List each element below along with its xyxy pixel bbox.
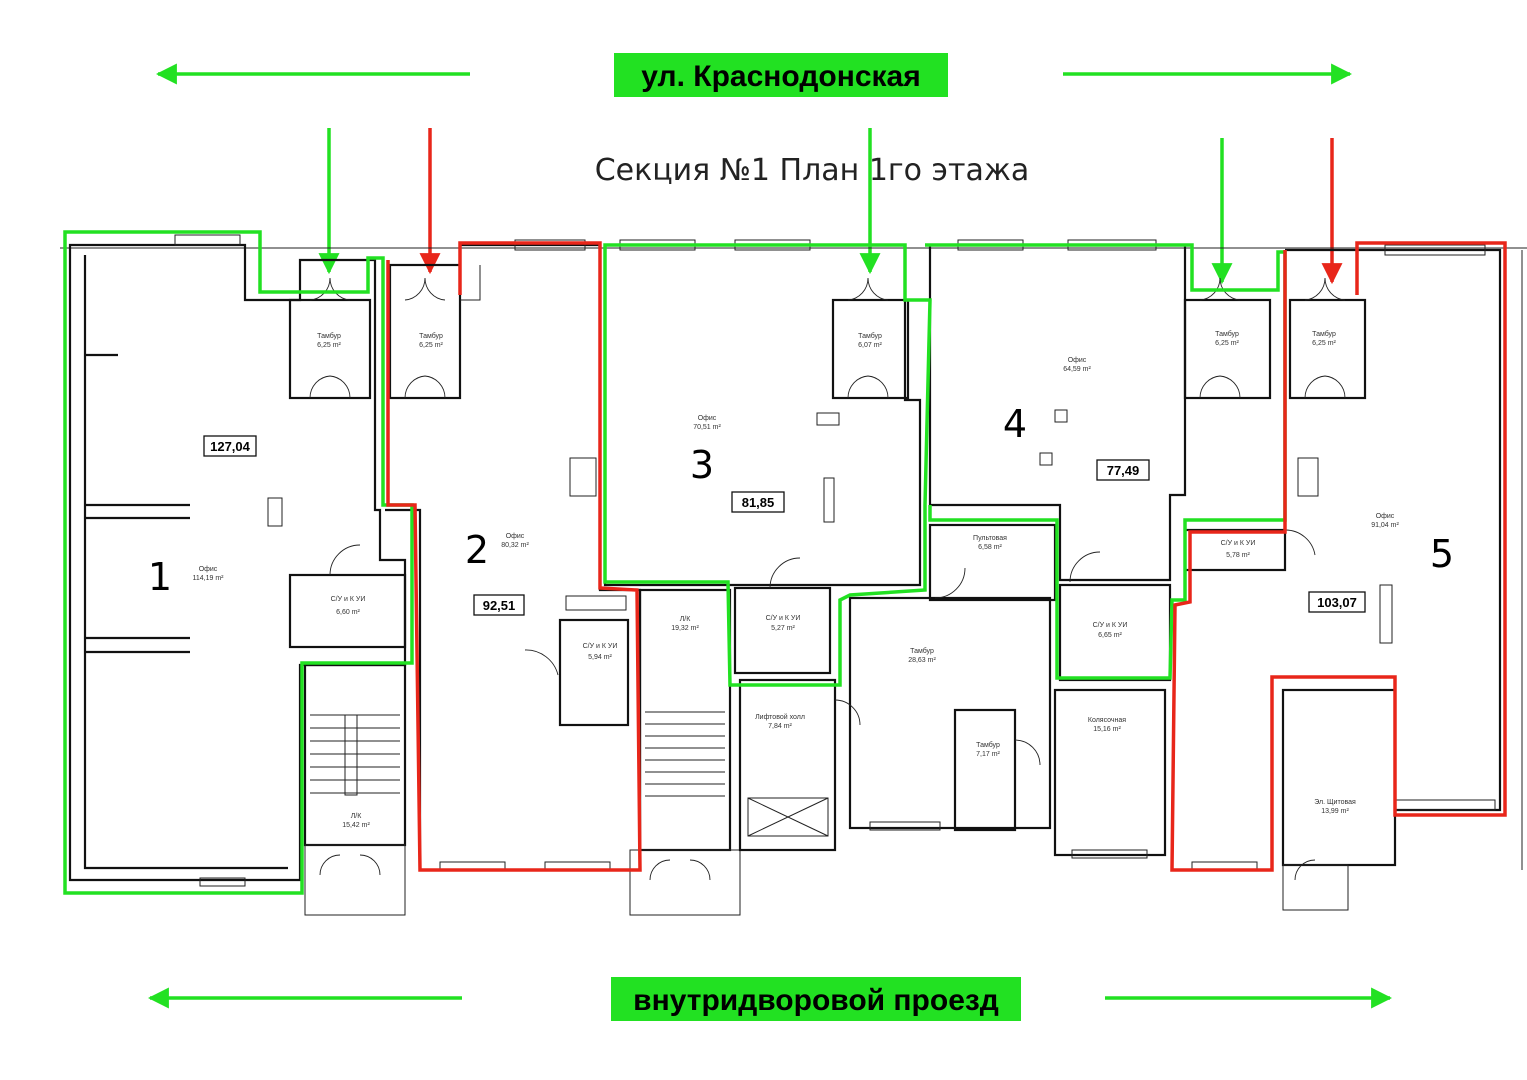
entrance-arrows	[318, 128, 1343, 285]
room-electrical-area: 13,99 m²	[1321, 808, 1349, 815]
room-lift-hall-area: 7,84 m²	[768, 723, 792, 730]
room-wc-4-name: С/У и К УИ	[1093, 622, 1128, 629]
room-wc-3-area: 5,27 m²	[771, 625, 795, 632]
street-top-label-bg	[614, 53, 948, 97]
room-tambur-small-area: 7,17 m²	[976, 751, 1000, 758]
room-control-name: Пультовая	[973, 535, 1007, 542]
room-stairs-2-area: 19,32 m²	[671, 625, 699, 632]
stairs-left-steps	[310, 714, 400, 796]
room-office-2-area: 80,32 m²	[501, 542, 529, 549]
unit-2-number: 2	[465, 528, 489, 572]
unit-4-area-box: 77,49	[1096, 459, 1150, 481]
room-wc-1-area: 6,60 m²	[336, 609, 360, 616]
room-tambur-main-name: Тамбур	[910, 647, 934, 655]
room-tambur-2-name: Тамбур	[419, 332, 443, 340]
unit-5-area: 103,07	[1317, 595, 1357, 610]
room-office-5-name: Офис	[1376, 513, 1395, 520]
room-labels: Тамбур 6,25 m² Тамбур 6,25 m² Тамбур 6,0…	[193, 330, 1400, 829]
room-wc-5-name: С/У и К УИ	[1221, 540, 1256, 547]
unit-1-area-box: 127,04	[203, 435, 257, 457]
room-office-1-area: 114,19 m²	[193, 575, 225, 582]
room-stroller-area: 15,16 m²	[1093, 726, 1121, 733]
unit-2-area: 92,51	[483, 598, 516, 613]
unit-4-area: 77,49	[1107, 463, 1140, 478]
room-wc-2-area: 5,94 m²	[588, 654, 612, 661]
room-tambur-4-name: Тамбур	[1215, 330, 1239, 338]
unit-2-outline[interactable]	[386, 241, 642, 872]
room-office-4-area: 64,59 m²	[1063, 366, 1091, 373]
room-office-3-name: Офис	[698, 415, 717, 422]
street-bottom: внутридворовой проезд	[147, 977, 1393, 1021]
unit-3-area: 81,85	[742, 495, 775, 510]
street-bottom-label: внутридворовой проезд	[633, 984, 999, 1017]
room-tambur-2-area: 6,25 m²	[419, 342, 443, 349]
door-swings	[309, 277, 1346, 881]
unit-4-outline[interactable]	[925, 243, 1287, 680]
room-tambur-1-name: Тамбур	[317, 332, 341, 340]
room-wc-5-area: 5,78 m²	[1226, 552, 1250, 559]
room-office-5-area: 91,04 m²	[1371, 522, 1399, 529]
stairs-center-steps	[645, 711, 725, 797]
unit-1-number: 1	[148, 555, 172, 599]
room-tambur-5-area: 6,25 m²	[1312, 340, 1336, 347]
unit-5-number: 5	[1430, 532, 1454, 576]
unit-3-number: 3	[690, 443, 714, 487]
room-stairs-1-name: Л/К	[351, 813, 363, 820]
room-stroller-name: Колясочная	[1088, 717, 1126, 724]
unit-3-area-box: 81,85	[731, 491, 785, 513]
plan-title: Секция №1 План 1го этажа	[595, 153, 1030, 188]
room-office-1-name: Офис	[199, 566, 218, 573]
unit-5-outline[interactable]	[1170, 241, 1507, 872]
room-wc-4-area: 6,65 m²	[1098, 632, 1122, 639]
unit-5-area-box: 103,07	[1308, 591, 1366, 613]
room-tambur-4-area: 6,25 m²	[1215, 340, 1239, 347]
unit-1-outline[interactable]	[63, 230, 414, 895]
room-stairs-2-name: Л/К	[680, 616, 692, 623]
unit-1-area: 127,04	[210, 439, 251, 454]
room-wc-1-name: С/У и К УИ	[331, 596, 366, 603]
room-tambur-1-area: 6,25 m²	[317, 342, 341, 349]
street-bottom-label-bg	[611, 977, 1021, 1021]
room-electrical-name: Эл. Щитовая	[1314, 799, 1356, 806]
room-tambur-5-name: Тамбур	[1312, 330, 1336, 338]
room-tambur-3-area: 6,07 m²	[858, 342, 882, 349]
room-office-4-name: Офис	[1068, 357, 1087, 364]
unit-2-area-box: 92,51	[473, 594, 525, 616]
room-stairs-1-area: 15,42 m²	[342, 822, 370, 829]
room-control-area: 6,58 m²	[978, 544, 1002, 551]
unit-3-outline[interactable]	[603, 243, 932, 687]
room-office-3-area: 70,51 m²	[693, 424, 721, 431]
street-top-label: ул. Краснодонская	[641, 60, 920, 93]
room-wc-3-name: С/У и К УИ	[766, 615, 801, 622]
building-walls	[60, 234, 1527, 916]
room-lift-hall-name: Лифтовой холл	[755, 713, 805, 721]
unit-4-number: 4	[1003, 402, 1027, 446]
room-tambur-main-area: 28,63 m²	[908, 657, 936, 664]
room-wc-2-name: С/У и К УИ	[583, 643, 618, 650]
room-office-2-name: Офис	[506, 533, 525, 540]
room-tambur-small-name: Тамбур	[976, 741, 1000, 749]
room-tambur-3-name: Тамбур	[858, 332, 882, 340]
street-top: ул. Краснодонская	[155, 53, 1353, 97]
